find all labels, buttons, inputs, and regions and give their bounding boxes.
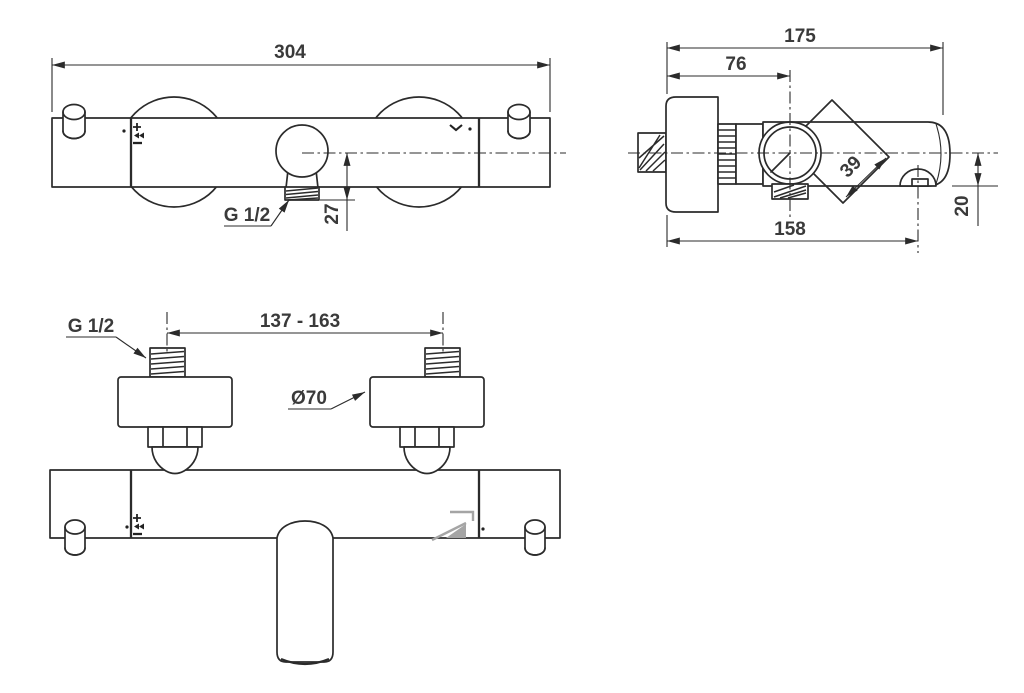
dim-175-label: 175	[784, 26, 816, 47]
front-thread-callout: G 1/2	[224, 199, 290, 227]
temperature-marks-icon	[122, 123, 144, 145]
diverter-arm	[785, 99, 890, 204]
right-lever	[507, 103, 531, 140]
dim-158-label: 158	[774, 219, 806, 240]
flow-mark-icon	[449, 124, 472, 132]
right-escutcheon	[369, 376, 485, 428]
left-escutcheon	[117, 376, 233, 428]
dim-27-label: 27	[322, 203, 343, 224]
front-view: 304 27 G 1/2	[51, 42, 566, 231]
left-lever-plan	[64, 519, 86, 556]
dim-76-label: 76	[725, 54, 746, 75]
left-union-nut	[147, 426, 203, 475]
knob-side	[665, 96, 719, 213]
dim-cartridge-offset: 76	[667, 54, 790, 80]
dim-overall-width: 304	[51, 42, 551, 112]
temperature-marks-plan-icon	[125, 514, 144, 536]
left-lever	[62, 103, 86, 140]
dim-137-163-label: 137 - 163	[260, 311, 340, 332]
dim-304-label: 304	[274, 42, 306, 63]
plan-g12-label: G 1/2	[68, 316, 114, 337]
plan-thread-callout: G 1/2	[66, 316, 147, 359]
tub-spout	[276, 520, 334, 666]
outlet-dome	[899, 168, 937, 187]
front-g12-label: G 1/2	[224, 205, 270, 226]
left-inlet-assembly	[117, 312, 233, 475]
dim-20-label: 20	[952, 195, 973, 216]
left-inlet-thread	[149, 347, 186, 378]
shower-outlet	[275, 124, 329, 201]
dim-o70-label: Ø70	[291, 388, 327, 409]
knurled-band	[717, 123, 737, 185]
right-inlet-assembly	[369, 312, 485, 475]
dim-outlet-reach: 158	[666, 215, 918, 247]
right-inlet-thread	[424, 347, 461, 378]
side-view: 175 76 158 20 39	[628, 26, 998, 253]
right-union-nut	[399, 426, 455, 475]
outlet-thread	[284, 186, 320, 201]
dim-outlet-depth: 27	[320, 153, 355, 231]
dim-overall-depth: 175	[666, 26, 944, 115]
right-lever-plan	[524, 519, 546, 556]
plan-view: 137 - 163 G 1/2 Ø70	[49, 311, 561, 666]
bath-spout-mark-icon	[431, 510, 485, 542]
end-cap-arc	[935, 123, 942, 185]
dim-outlet-offset: 20	[952, 153, 998, 226]
escutcheon-diameter-callout: Ø70	[288, 388, 366, 410]
dim-inlet-spacing: 137 - 163	[167, 311, 443, 337]
